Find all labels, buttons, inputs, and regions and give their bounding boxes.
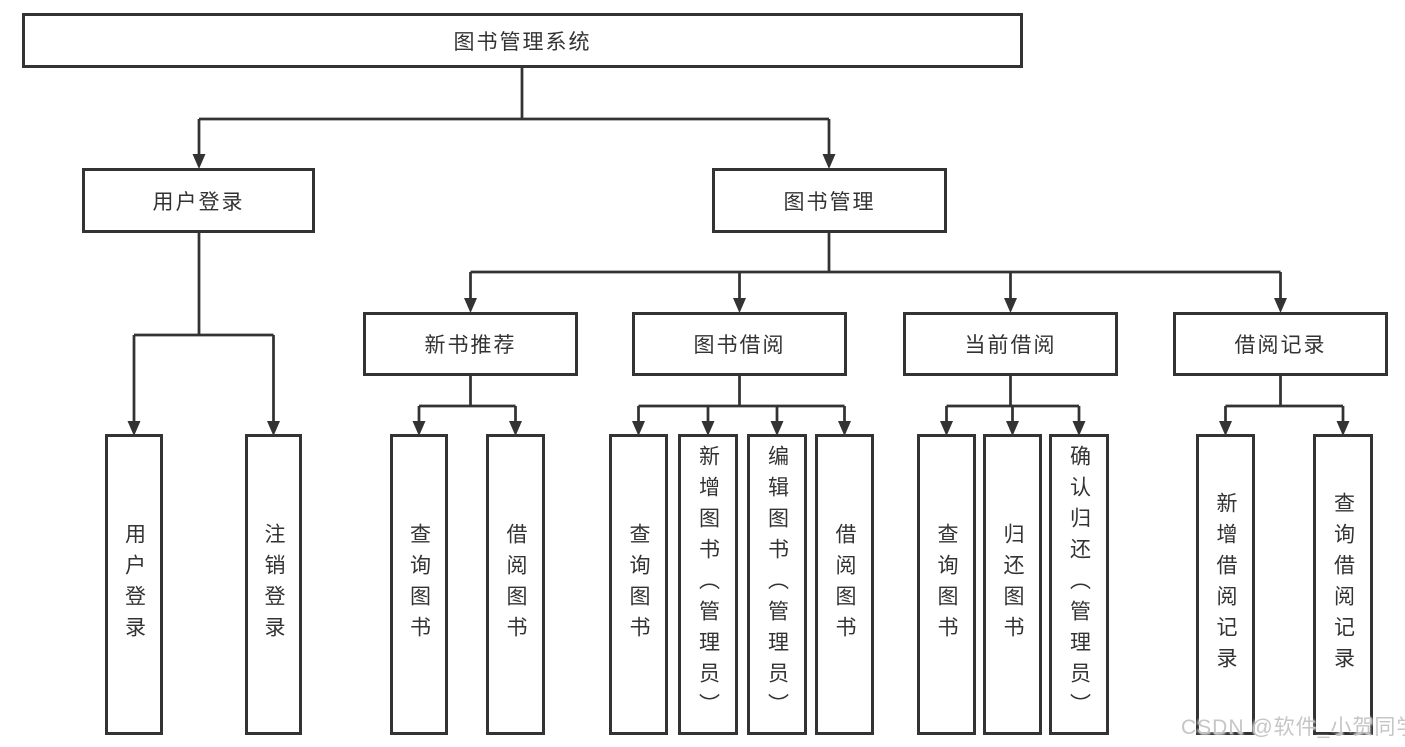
node-library-system: 图书管理系统 [22,13,1023,68]
leaf-user-login: 用户登录 [105,434,163,735]
leaf-label: 注销登录 [262,522,285,647]
leaf-borrow-books-recommend: 借阅图书 [486,434,545,735]
leaf-label: 归还图书 [1001,522,1024,647]
leaf-label: 查询图书 [935,522,958,647]
leaf-label: 新增借阅记录 [1214,491,1237,678]
node-current-borrowing: 当前借阅 [903,312,1118,376]
leaf-label: 查询图书 [407,522,431,647]
leaf-label: 查询借阅记录 [1331,491,1355,678]
leaf-label: 新增图书（管理员） [696,445,720,724]
node-new-book-recommend: 新书推荐 [363,312,578,376]
leaf-label: 查询图书 [627,522,650,647]
leaf-add-books-admin: 新增图书（管理员） [678,434,738,735]
leaf-query-books-borrowing: 查询图书 [609,434,668,735]
node-user-login: 用户登录 [82,168,315,233]
node-book-borrowing: 图书借阅 [632,312,847,376]
leaf-confirm-return-admin: 确认归还（管理员） [1049,434,1109,735]
leaf-query-borrow-record: 查询借阅记录 [1313,434,1373,735]
watermark: CSDN @软件_小贺同学 [1181,716,1405,739]
leaf-label: 用户登录 [122,522,146,647]
connector-lines [132,68,1345,422]
leaf-edit-books-admin: 编辑图书（管理员） [747,434,807,735]
node-borrowing-records: 借阅记录 [1173,312,1388,376]
leaf-label: 借阅图书 [833,522,856,647]
leaf-logout: 注销登录 [245,434,302,735]
leaf-borrow-books-borrowing: 借阅图书 [815,434,874,735]
leaf-return-books: 归还图书 [983,434,1042,735]
leaf-label: 确认归还（管理员） [1067,445,1091,724]
leaf-query-books-recommend: 查询图书 [390,434,448,735]
leaf-query-books-current: 查询图书 [917,434,976,735]
leaf-label: 编辑图书（管理员） [765,445,789,724]
node-book-management: 图书管理 [712,168,947,233]
leaf-add-borrow-record: 新增借阅记录 [1196,434,1255,735]
leaf-label: 借阅图书 [504,522,527,647]
